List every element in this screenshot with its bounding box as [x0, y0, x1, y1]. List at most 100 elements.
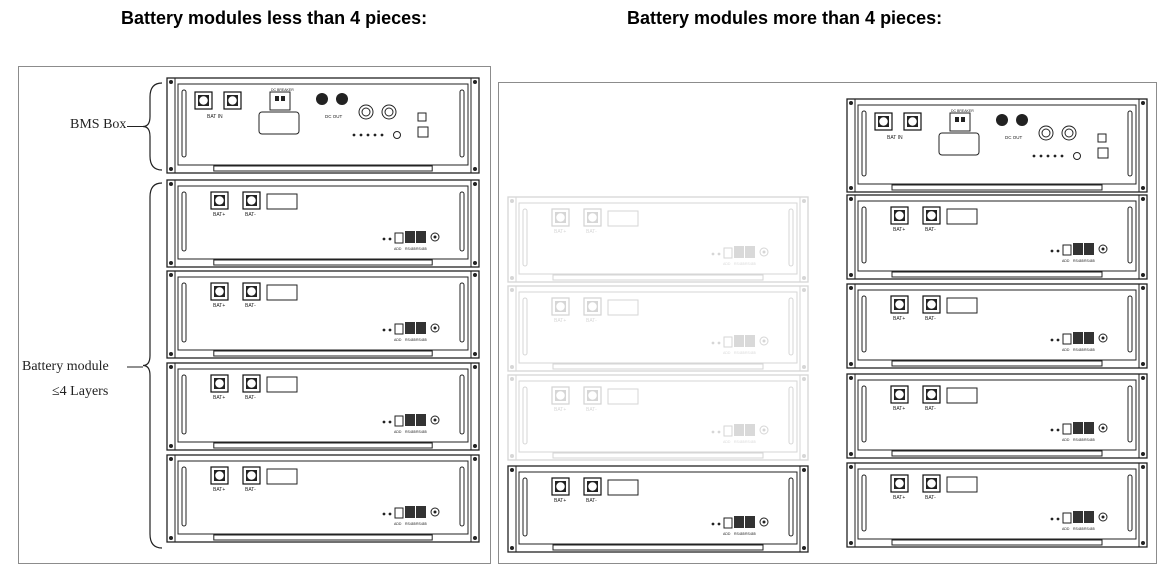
mount-screw [473, 182, 477, 186]
dip-switch [1062, 244, 1072, 256]
mount-screw [473, 80, 477, 84]
unit-frame [846, 283, 1148, 369]
status-led [352, 133, 356, 137]
port-label: RS485 [734, 351, 745, 355]
unit-frame [507, 285, 809, 372]
display-window [946, 297, 978, 314]
bat-neg-label: BAT- [586, 407, 597, 413]
unit-frame [507, 465, 809, 553]
unit-front-panel [518, 380, 798, 453]
display-window [946, 208, 978, 225]
mount-screw [802, 468, 806, 472]
dc-out-label: DC OUT [325, 114, 342, 119]
handle-left [522, 297, 528, 356]
unit-front-panel [177, 185, 469, 260]
dip-switch [394, 415, 404, 427]
display-window [266, 376, 298, 393]
port-label: ADD [1062, 438, 1070, 442]
bat-in-label: BAT IN [887, 135, 903, 141]
unit-frame [507, 196, 809, 283]
rs485-port [745, 335, 755, 347]
port-label: ADD [394, 522, 402, 526]
unit-frame [507, 374, 809, 461]
mount-screw [1141, 362, 1145, 366]
mount-screw [169, 457, 173, 461]
mount-screw [802, 288, 806, 292]
dc-out-label: DC OUT [1005, 135, 1022, 140]
power-button [1098, 333, 1108, 343]
dip-switch [1062, 512, 1072, 524]
unit-front-panel [177, 460, 469, 535]
mount-screw [510, 365, 514, 369]
port-label: RS485 [405, 522, 416, 526]
bat-pos-label: BAT+ [213, 303, 225, 309]
power-button [1098, 244, 1108, 254]
unit-frame [846, 373, 1148, 459]
unit-front-panel [177, 83, 469, 166]
unit-front-panel [177, 276, 469, 351]
handle-right [788, 477, 794, 537]
handle-right [1127, 110, 1133, 177]
terminal-connector [551, 386, 570, 405]
port-label: ADD [394, 338, 402, 342]
bat-pos-label: BAT+ [213, 395, 225, 401]
base-strip [213, 165, 433, 172]
handle-right [459, 374, 465, 435]
bat-pos-label: BAT+ [554, 229, 566, 235]
dc-breaker [949, 112, 971, 132]
unit-front-panel [857, 289, 1137, 361]
power-button [430, 323, 440, 333]
status-led [1053, 154, 1057, 158]
port-label: RS485 [416, 338, 427, 342]
mount-screw [849, 101, 853, 105]
handle-right [1127, 295, 1133, 353]
mount-screw [169, 167, 173, 171]
status-led [1039, 154, 1043, 158]
status-led [359, 133, 363, 137]
mount-screw [473, 365, 477, 369]
rs485-port [1073, 422, 1083, 434]
rs485-port [1084, 243, 1094, 255]
mount-screw [510, 454, 514, 458]
mount-screw [169, 444, 173, 448]
rs485-port [1084, 511, 1094, 523]
base-strip [891, 450, 1103, 457]
handle-right [459, 466, 465, 527]
mount-screw [510, 199, 514, 203]
mount-screw [169, 80, 173, 84]
mount-screw [473, 352, 477, 356]
dc-breaker [269, 91, 291, 111]
handle-left [181, 89, 187, 158]
display-window [266, 284, 298, 301]
dip-switch [723, 425, 733, 437]
rj-port [1097, 133, 1107, 143]
terminal-connector [583, 297, 602, 316]
port-label: RS485 [416, 247, 427, 251]
mount-screw [849, 273, 853, 277]
base-strip [891, 271, 1103, 278]
unit-front-panel [857, 379, 1137, 451]
dc-out-connector [1016, 114, 1028, 126]
base-strip [552, 274, 764, 281]
power-button [759, 247, 769, 257]
knob [1061, 125, 1077, 141]
handle-left [522, 386, 528, 445]
bat-neg-label: BAT- [245, 303, 256, 309]
breaker-cover [938, 132, 980, 156]
mount-screw [510, 546, 514, 550]
status-led [1046, 154, 1050, 158]
bat-pos-label: BAT+ [554, 407, 566, 413]
status-led [366, 133, 370, 137]
mount-screw [802, 546, 806, 550]
base-strip [213, 350, 433, 357]
knob [381, 104, 397, 120]
rs485-port [405, 506, 415, 518]
mount-screw [849, 541, 853, 545]
display-window [266, 468, 298, 485]
